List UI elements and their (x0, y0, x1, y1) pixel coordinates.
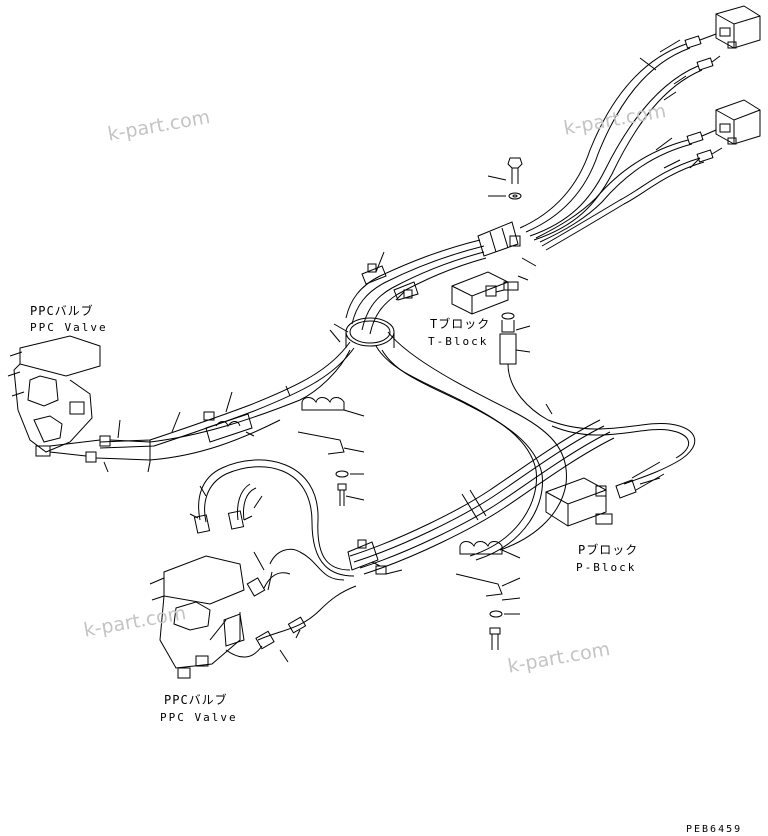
hose-to-lower-bundle (375, 331, 567, 561)
hose-to-top-ppc (99, 341, 355, 449)
t-block-label-jp: Tブロック (430, 317, 491, 331)
ppc-valve-top-part (7, 335, 101, 457)
bolt-upper (507, 157, 523, 200)
ppc-valve-top-label-en: PPC Valve (30, 321, 108, 334)
hose-bundle-upper (519, 43, 705, 251)
bundle-clamp-center (477, 221, 521, 257)
ppc-bottom-fittings (193, 510, 307, 650)
drawing-code: PEB6459 (686, 824, 743, 835)
hose-bottom-ppc (198, 459, 357, 658)
clamp-top-ppc-line (203, 411, 255, 443)
t-block-fitting (499, 312, 553, 421)
ppc-valve-bottom-label-jp: PPCバルブ (164, 693, 228, 707)
ppc-valve-top-label-jp: PPCバルブ (30, 304, 94, 318)
leader-lines (103, 39, 701, 663)
hose-upper-left-loop (149, 349, 351, 461)
p-block-part (545, 461, 665, 527)
control-box-lower (715, 99, 761, 145)
ring-clamp (345, 317, 395, 348)
clamp-set-right (455, 541, 503, 650)
ppc-valve-bottom-part (149, 555, 245, 679)
p-block-label-jp: Pブロック (578, 543, 639, 557)
clamp-lower-center (347, 539, 387, 575)
hose-bundle-lower (349, 419, 615, 575)
control-box-upper (715, 5, 761, 49)
t-block-part (451, 271, 519, 315)
small-clamps-middle (361, 263, 419, 301)
hose-to-p-block (547, 419, 696, 485)
p-block-label-en: P-Block (576, 561, 637, 574)
ppc-top-fittings (49, 435, 151, 463)
clamp-set-left (297, 397, 349, 506)
ppc-valve-bottom-label-en: PPC Valve (160, 711, 238, 724)
box-fittings (684, 33, 723, 163)
t-block-label-en: T-Block (428, 335, 489, 348)
hose-bundle-middle (345, 239, 487, 335)
